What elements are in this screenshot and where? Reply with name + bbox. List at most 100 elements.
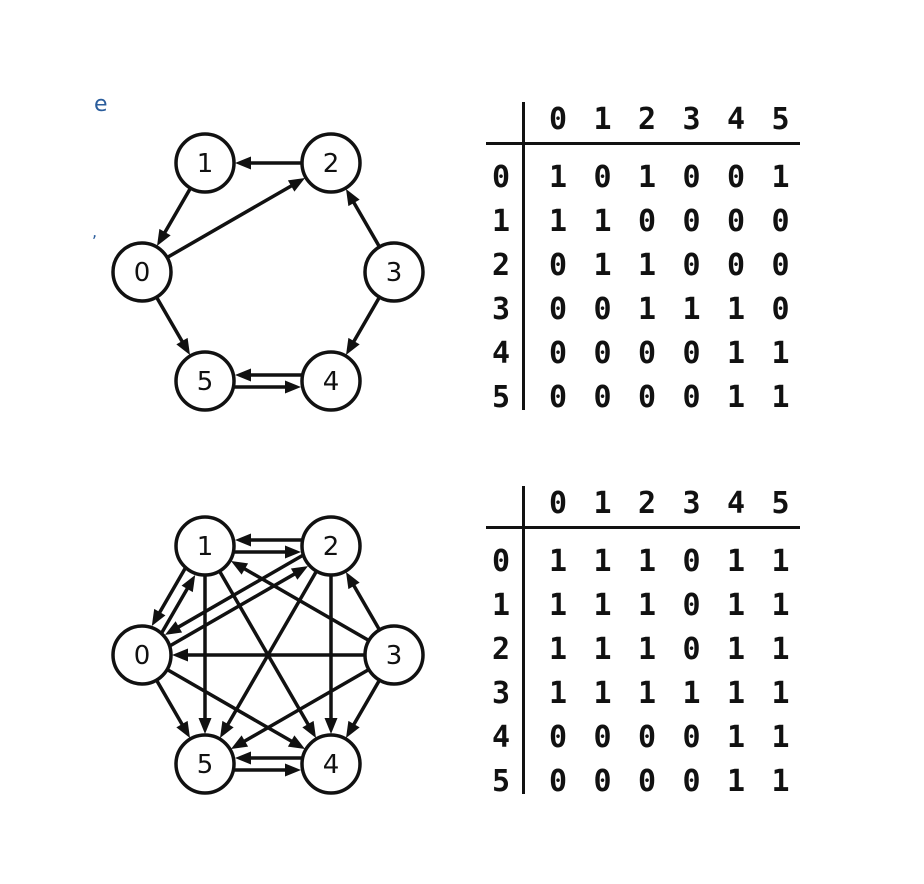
matrix-cell: 0 xyxy=(548,380,568,415)
matrix-cell: 0 xyxy=(637,204,657,239)
edge-4-to-5 xyxy=(235,368,302,382)
matrix-cell: 1 xyxy=(726,336,746,371)
node-1: 1 xyxy=(174,515,236,577)
matrix-cell: 0 xyxy=(726,160,746,195)
matrix-cell: 0 xyxy=(593,336,612,371)
matrix-cell: 1 xyxy=(548,676,568,711)
matrix-cell: 0 xyxy=(682,632,701,667)
matrix-cell: 0 xyxy=(682,380,701,415)
node-3: 3 xyxy=(363,624,425,686)
matrix-cell: 0 xyxy=(637,764,657,799)
node-label: 5 xyxy=(197,367,214,397)
matrix-cell: 0 xyxy=(771,204,790,239)
stray-mark-top: e xyxy=(94,92,108,117)
matrix-cell: 0 xyxy=(682,544,701,579)
matrix-cell: 0 xyxy=(593,292,612,327)
node-label: 3 xyxy=(386,258,403,288)
matrix-cell: 1 xyxy=(593,676,612,711)
edge-3-to-5 xyxy=(230,667,370,750)
row-header: 4 xyxy=(491,720,511,755)
row-header: 5 xyxy=(491,380,511,415)
matrix-cell: 1 xyxy=(726,588,746,623)
node-4: 4 xyxy=(300,350,362,412)
matrix-cell: 0 xyxy=(548,720,568,755)
edge-2-to-1 xyxy=(235,156,302,170)
matrix-cell: 1 xyxy=(771,720,790,755)
node-2: 2 xyxy=(300,515,362,577)
row-header: 0 xyxy=(491,160,511,195)
row-header: 3 xyxy=(491,292,511,327)
node-label: 1 xyxy=(197,149,214,179)
matrix-cell: 0 xyxy=(548,248,568,283)
matrix-cell: 0 xyxy=(637,336,657,371)
matrix-cell: 1 xyxy=(682,292,701,327)
node-label: 0 xyxy=(134,641,151,671)
row-header: 2 xyxy=(491,632,511,667)
matrix-cell: 0 xyxy=(682,720,701,755)
edge-3-to-1 xyxy=(230,560,370,643)
matrix-cell: 0 xyxy=(637,380,657,415)
matrix-cell: 1 xyxy=(637,632,657,667)
row-header: 5 xyxy=(491,764,511,799)
row-header-divider xyxy=(522,102,525,410)
matrix-cell: 1 xyxy=(593,248,612,283)
matrix-cell: 1 xyxy=(548,544,568,579)
row-header: 3 xyxy=(491,676,511,711)
edge-1-to-5 xyxy=(198,575,212,734)
matrix-cell: 1 xyxy=(637,160,657,195)
matrix-cell: 0 xyxy=(548,336,568,371)
matrix-cell: 0 xyxy=(548,292,568,327)
node-label: 4 xyxy=(323,750,340,780)
node-label: 0 xyxy=(134,258,151,288)
node-label: 4 xyxy=(323,367,340,397)
node-3: 3 xyxy=(363,241,425,303)
matrix-cell: 1 xyxy=(726,720,746,755)
column-header: 5 xyxy=(771,486,790,521)
node-2: 2 xyxy=(300,132,362,194)
node-0: 0 xyxy=(111,241,173,303)
column-header: 5 xyxy=(771,102,790,137)
matrix-cell: 0 xyxy=(637,720,657,755)
matrix-cell: 1 xyxy=(637,676,657,711)
matrix-cell: 1 xyxy=(593,204,612,239)
matrix-cell: 0 xyxy=(548,764,568,799)
matrix-cell: 1 xyxy=(771,676,790,711)
matrix-cell: 1 xyxy=(593,588,612,623)
matrix-cell: 0 xyxy=(682,764,701,799)
edge-1-to-2 xyxy=(234,545,301,559)
matrix-cell: 1 xyxy=(548,632,568,667)
edge-5-to-4 xyxy=(234,763,301,777)
edge-0-to-5 xyxy=(154,679,190,739)
row-header: 1 xyxy=(491,588,511,623)
edge-5-to-4 xyxy=(234,380,301,394)
edge-3-to-4 xyxy=(346,296,382,356)
matrix-cell: 1 xyxy=(726,632,746,667)
column-header: 0 xyxy=(548,102,568,137)
matrix-cell: 1 xyxy=(637,588,657,623)
matrix-cell: 1 xyxy=(771,588,790,623)
row-header: 0 xyxy=(491,544,511,579)
matrix-cell: 0 xyxy=(682,160,701,195)
edge-0-to-2 xyxy=(166,177,306,260)
edge-2-to-4 xyxy=(324,575,338,734)
matrix-cell: 0 xyxy=(593,160,612,195)
matrix-cell: 1 xyxy=(771,160,790,195)
column-header: 3 xyxy=(682,102,701,137)
matrix-cell: 1 xyxy=(593,632,612,667)
node-0: 0 xyxy=(111,624,173,686)
edge-1-to-0 xyxy=(157,187,193,247)
matrix-cell: 1 xyxy=(771,632,790,667)
row-header-divider xyxy=(522,486,525,794)
row-header: 4 xyxy=(491,336,511,371)
edge-3-to-0 xyxy=(172,648,365,662)
node-4: 4 xyxy=(300,733,362,795)
matrix-cell: 0 xyxy=(726,248,746,283)
matrix-cell: 0 xyxy=(726,204,746,239)
edge-3-to-2 xyxy=(346,188,382,248)
edge-0-to-1 xyxy=(160,574,196,634)
matrix-cell: 1 xyxy=(593,544,612,579)
node-5: 5 xyxy=(174,350,236,412)
